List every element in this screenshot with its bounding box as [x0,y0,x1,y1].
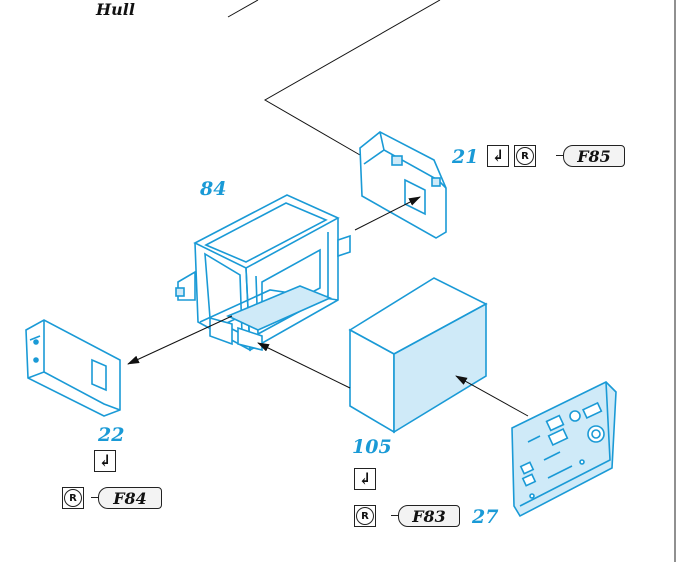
leader-line-top [227,0,259,18]
cement-icon: ↲ [354,468,376,490]
part-number-21: 21 [452,146,479,168]
paint-icon: R [514,145,536,167]
part-105-block [348,277,488,434]
leader-line-to-part-21 [263,0,441,156]
arrow-part-105 [257,342,351,389]
part-number-27: 27 [472,506,499,528]
part-number-105: 105 [352,436,392,458]
cement-icon: ↲ [94,450,116,472]
paint-icon: R [62,487,84,509]
part-number-22: 22 [98,424,125,446]
paint-icon: R [354,505,376,527]
color-code-105: F83 [391,505,460,527]
part-number-84: 84 [200,178,227,200]
arrow-part-22 [127,315,233,365]
arrow-part-27 [455,375,529,417]
cement-icon: ↲ [487,145,509,167]
part-22-side-plate [25,319,121,417]
color-code-21: F85 [556,145,625,167]
part-27-front-panel [511,381,617,518]
color-code-22: F84 [91,487,162,509]
part-21-end-plate [359,131,447,239]
arrow-part-21 [354,196,421,231]
section-title: Hull [96,0,135,19]
part-84-frame [175,194,351,352]
